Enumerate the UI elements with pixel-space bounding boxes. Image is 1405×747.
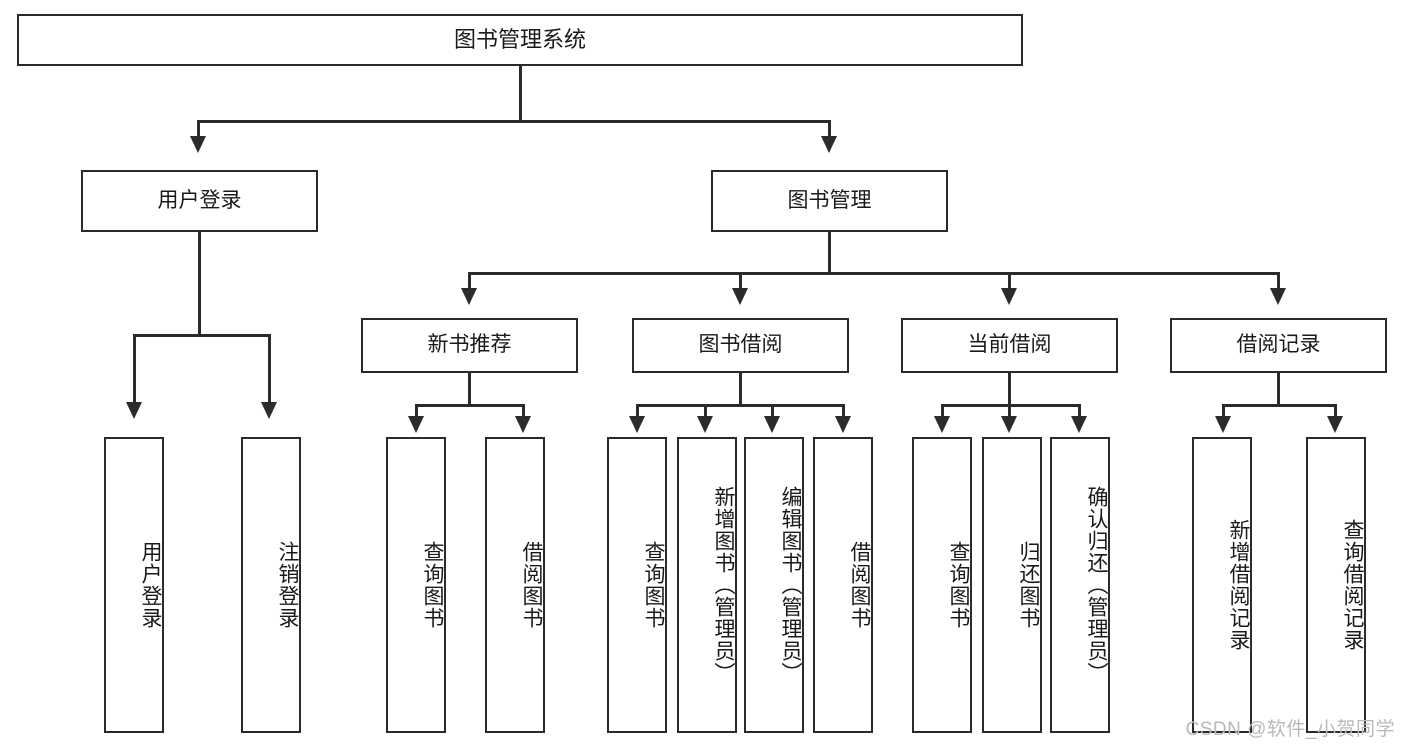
watermark-text: CSDN @软件_小贺同学 bbox=[1185, 719, 1395, 740]
edge-cb-drop-3 bbox=[1078, 404, 1081, 418]
edge-bm-drop-3 bbox=[1008, 272, 1011, 290]
arrowhead-to-new-book-recommend bbox=[461, 288, 477, 305]
arrowhead-br-leaf-2 bbox=[1327, 416, 1343, 433]
leaf-cb-confirm-return-admin[interactable]: 确认归还（管理员） bbox=[1050, 437, 1110, 733]
leaf-user-login[interactable]: 用户登录 bbox=[104, 437, 164, 733]
leaf-bb-query-book[interactable]: 查询图书 bbox=[607, 437, 667, 733]
node-label: 图书借阅 bbox=[698, 333, 783, 357]
leaf-label: 注销登录 bbox=[276, 541, 299, 629]
leaf-br-query-record[interactable]: 查询借阅记录 bbox=[1306, 437, 1366, 733]
leaf-label: 借阅图书 bbox=[848, 541, 871, 629]
node-label: 图书管理系统 bbox=[453, 27, 586, 53]
leaf-nbr-borrow-book[interactable]: 借阅图书 bbox=[485, 437, 545, 733]
leaf-label: 编辑图书（管理员） bbox=[779, 486, 802, 684]
edge-root-drop-left bbox=[197, 120, 200, 138]
edge-root-stem bbox=[519, 66, 522, 122]
arrowhead-to-user-login bbox=[190, 136, 206, 153]
arrowhead-br-leaf-1 bbox=[1215, 416, 1231, 433]
edge-br-drop-1 bbox=[1222, 404, 1225, 418]
node-label: 图书管理 bbox=[787, 188, 872, 212]
edge-nbr-bus bbox=[415, 404, 525, 407]
leaf-label: 新增图书（管理员） bbox=[712, 486, 735, 684]
edge-br-drop-2 bbox=[1334, 404, 1337, 418]
node-book-management[interactable]: 图书管理 bbox=[711, 170, 948, 232]
arrowhead-bb-leaf-2 bbox=[697, 416, 713, 433]
edge-root-bus bbox=[197, 120, 831, 123]
node-current-borrow[interactable]: 当前借阅 bbox=[901, 318, 1118, 373]
edge-cb-drop-2 bbox=[1008, 404, 1011, 418]
leaf-logout[interactable]: 注销登录 bbox=[241, 437, 301, 733]
edge-bb-drop-4 bbox=[842, 404, 845, 418]
edge-book-management-stem bbox=[828, 232, 831, 274]
leaf-cb-query-book[interactable]: 查询图书 bbox=[912, 437, 972, 733]
edge-bm-drop-4 bbox=[1277, 272, 1280, 290]
arrowhead-bb-leaf-3 bbox=[764, 416, 780, 433]
node-user-login[interactable]: 用户登录 bbox=[81, 170, 318, 232]
node-label: 用户登录 bbox=[157, 188, 242, 212]
arrowhead-to-current-borrow bbox=[1001, 288, 1017, 305]
leaf-cb-return-book[interactable]: 归还图书 bbox=[982, 437, 1042, 733]
edge-br-stem bbox=[1277, 373, 1280, 406]
edge-nbr-drop-1 bbox=[415, 404, 418, 418]
arrowhead-cb-leaf-1 bbox=[934, 416, 950, 433]
edge-cb-drop-1 bbox=[941, 404, 944, 418]
leaf-label: 用户登录 bbox=[139, 541, 162, 629]
edge-user-login-drop-2 bbox=[268, 334, 271, 404]
leaf-label: 查询图书 bbox=[421, 541, 444, 629]
edge-cb-stem bbox=[1008, 373, 1011, 406]
node-borrow-record[interactable]: 借阅记录 bbox=[1170, 318, 1387, 373]
leaf-label: 查询借阅记录 bbox=[1341, 519, 1364, 651]
arrowhead-bb-leaf-4 bbox=[835, 416, 851, 433]
edge-user-login-stem bbox=[198, 232, 201, 336]
edge-nbr-drop-2 bbox=[522, 404, 525, 418]
arrowhead-to-leaf-user-login bbox=[126, 402, 142, 419]
arrowhead-to-book-borrow bbox=[732, 288, 748, 305]
edge-bb-drop-1 bbox=[636, 404, 639, 418]
edge-nbr-stem bbox=[468, 373, 471, 406]
node-root-book-management-system[interactable]: 图书管理系统 bbox=[17, 14, 1023, 66]
edge-user-login-bus bbox=[133, 334, 271, 337]
leaf-bb-edit-book-admin[interactable]: 编辑图书（管理员） bbox=[744, 437, 804, 733]
arrowhead-to-leaf-logout bbox=[261, 402, 277, 419]
leaf-label: 归还图书 bbox=[1017, 541, 1040, 629]
node-book-borrow[interactable]: 图书借阅 bbox=[632, 318, 849, 373]
edge-bb-drop-2 bbox=[704, 404, 707, 418]
edge-bm-drop-1 bbox=[468, 272, 471, 290]
leaf-bb-borrow-book[interactable]: 借阅图书 bbox=[813, 437, 873, 733]
node-label: 当前借阅 bbox=[967, 333, 1052, 357]
edge-user-login-drop-1 bbox=[133, 334, 136, 404]
arrowhead-cb-leaf-2 bbox=[1001, 416, 1017, 433]
edge-bb-stem bbox=[739, 373, 742, 406]
leaf-bb-add-book-admin[interactable]: 新增图书（管理员） bbox=[677, 437, 737, 733]
arrowhead-nbr-leaf-2 bbox=[515, 416, 531, 433]
edge-cb-bus bbox=[941, 404, 1081, 407]
edge-book-management-bus bbox=[468, 272, 1280, 275]
leaf-label: 确认归还（管理员） bbox=[1085, 486, 1108, 684]
leaf-nbr-query-book[interactable]: 查询图书 bbox=[386, 437, 446, 733]
leaf-label: 新增借阅记录 bbox=[1227, 519, 1250, 651]
leaf-label: 查询图书 bbox=[947, 541, 970, 629]
leaf-label: 借阅图书 bbox=[520, 541, 543, 629]
leaf-label: 查询图书 bbox=[642, 541, 665, 629]
leaf-br-add-record[interactable]: 新增借阅记录 bbox=[1192, 437, 1252, 733]
node-label: 新书推荐 bbox=[427, 333, 512, 357]
arrowhead-cb-leaf-3 bbox=[1071, 416, 1087, 433]
edge-bb-bus bbox=[636, 404, 845, 407]
edge-bm-drop-2 bbox=[739, 272, 742, 290]
edge-br-bus bbox=[1222, 404, 1337, 407]
node-new-book-recommend[interactable]: 新书推荐 bbox=[361, 318, 578, 373]
edge-bb-drop-3 bbox=[771, 404, 774, 418]
arrowhead-bb-leaf-1 bbox=[629, 416, 645, 433]
arrowhead-to-borrow-record bbox=[1270, 288, 1286, 305]
arrowhead-nbr-leaf-1 bbox=[408, 416, 424, 433]
arrowhead-to-book-management bbox=[821, 136, 837, 153]
edge-root-drop-right bbox=[828, 120, 831, 138]
node-label: 借阅记录 bbox=[1236, 333, 1321, 357]
